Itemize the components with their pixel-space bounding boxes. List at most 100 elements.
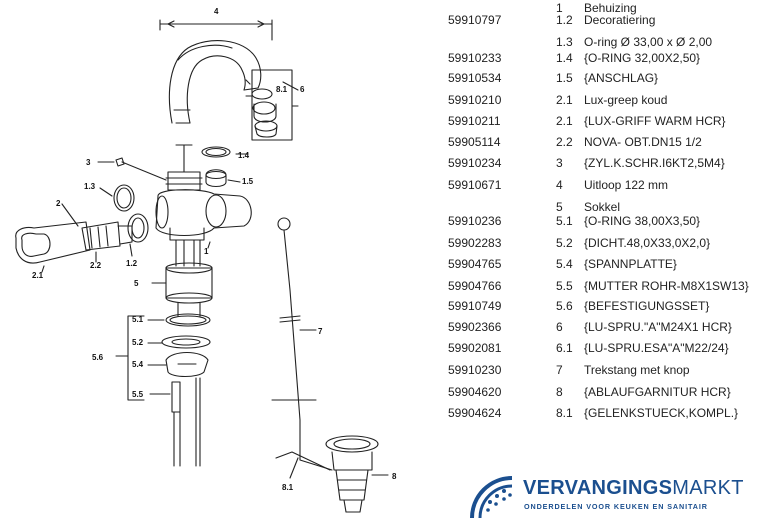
part-number: 5.4 xyxy=(556,257,573,271)
part-code: 59910211 xyxy=(448,114,501,128)
part-code: 59904765 xyxy=(448,257,502,271)
part-description: {ZYL.K.SCHR.I6KT2,5M4} xyxy=(584,156,725,170)
oring-5-1-part xyxy=(165,313,211,327)
diagram-label: 1.3 xyxy=(84,182,96,191)
diagram-label: 5.5 xyxy=(132,390,144,399)
diagram-label: 7 xyxy=(318,327,323,336)
part-number: 1.4 xyxy=(556,51,573,65)
part-description: {O-RING 32,00X2,50} xyxy=(584,51,701,65)
part-description: Lux-greep koud xyxy=(584,93,668,107)
part-description: {SPANNPLATTE} xyxy=(584,257,677,271)
diagram-label: 1.4 xyxy=(238,151,250,160)
part-number: 5.1 xyxy=(556,214,573,228)
part-description: {ABLAUFGARNITUR HCR} xyxy=(584,385,731,399)
diagram-label: 8 xyxy=(392,472,397,481)
part-code: 59902081 xyxy=(448,341,502,355)
part-number: 1.3 xyxy=(556,35,573,49)
part-number: 2.1 xyxy=(556,114,573,128)
diagram-label: 5.6 xyxy=(92,353,104,362)
diagram-label: 2.2 xyxy=(90,261,102,270)
parts-row: 59910233 1.4 {O-RING 32,00X2,50} xyxy=(448,50,758,66)
part-description: {MUTTER ROHR-M8X1SW13} xyxy=(584,279,749,293)
stop-1-5-part xyxy=(205,169,227,188)
exploded-diagram: 48.161.431.51.3212.12.21.255.15.25.45.55… xyxy=(15,7,397,513)
part-description: Trekstang met knop xyxy=(584,363,690,377)
oring-1-4-part xyxy=(201,146,231,158)
part-description: NOVA- OBT.DN15 1/2 xyxy=(584,135,702,149)
part-number: 7 xyxy=(556,363,563,377)
part-description: {LU-SPRU.ESA"A"M22/24} xyxy=(584,341,729,355)
part-number: 1 xyxy=(556,1,563,15)
valve-body-part xyxy=(155,144,252,241)
shower-head-icon xyxy=(470,476,513,519)
oring-1-3-part xyxy=(113,184,135,212)
parts-row: 59910236 5.1 {O-RING 38,00X3,50} xyxy=(448,213,758,229)
part-code: 59910236 xyxy=(448,214,502,228)
screw-part xyxy=(115,157,167,181)
diagram-label: 4 xyxy=(214,7,219,16)
diagram-label: 1 xyxy=(204,247,209,256)
part-number: 5.2 xyxy=(556,236,573,250)
part-description: Sokkel xyxy=(584,200,621,214)
diagram-label: 1.2 xyxy=(126,259,138,268)
pull-rod-part xyxy=(277,217,301,421)
spout-part xyxy=(168,40,262,124)
parts-row: 59904765 5.4 {SPANNPLATTE} xyxy=(448,256,758,272)
deco-ring-part xyxy=(127,213,149,243)
parts-row: 1.3 O-ring Ø 33,00 x Ø 2,00 xyxy=(448,34,758,50)
part-number: 4 xyxy=(556,178,563,192)
part-description: O-ring Ø 33,00 x Ø 2,00 xyxy=(584,35,713,49)
part-number: 5 xyxy=(556,200,563,214)
part-number: 1.2 xyxy=(556,13,573,27)
part-code: 59905114 xyxy=(448,135,501,149)
clamp-plate-part xyxy=(165,351,209,378)
aerator-part xyxy=(245,69,293,141)
part-number: 8 xyxy=(556,385,563,399)
part-description: Decoratiering xyxy=(584,13,656,27)
waste-set-part xyxy=(275,419,379,513)
parts-row: 59904620 8 {ABLAUFGARNITUR HCR} xyxy=(448,384,758,400)
parts-row: 1 Behuizing xyxy=(448,0,758,16)
part-code: 59902366 xyxy=(448,320,502,334)
nut-part xyxy=(171,381,181,413)
diagram-label: 2 xyxy=(56,199,61,208)
part-code: 59910234 xyxy=(448,156,502,170)
part-code: 59910749 xyxy=(448,299,502,313)
part-description: {O-RING 38,00X3,50} xyxy=(584,214,701,228)
part-code: 59904620 xyxy=(448,385,502,399)
parts-row: 59910234 3 {ZYL.K.SCHR.I6KT2,5M4} xyxy=(448,155,758,171)
part-code: 59910233 xyxy=(448,51,502,65)
parts-row: 5 Sokkel xyxy=(448,199,758,215)
part-code: 59910534 xyxy=(448,71,502,85)
brand-tagline: ONDERDELEN VOOR KEUKEN EN SANITAIR xyxy=(524,502,708,511)
part-description: {BEFESTIGUNGSSET} xyxy=(584,299,710,313)
part-description: {ANSCHLAG} xyxy=(584,71,659,85)
brand-name: VERVANGINGSMARKT xyxy=(523,477,744,499)
diagram-label: 5.1 xyxy=(132,315,144,324)
part-number: 3 xyxy=(556,156,563,170)
part-number: 6 xyxy=(556,320,563,334)
diagram-label: 2.1 xyxy=(32,271,44,280)
diagram-label: 5.2 xyxy=(132,338,144,347)
diagram-label: 8.1 xyxy=(276,85,288,94)
vervangingsmarkt-logo: VERVANGINGSMARKT ONDERDELEN VOOR KEUKEN … xyxy=(466,470,760,526)
part-code: 59910230 xyxy=(448,363,502,377)
part-code: 59904624 xyxy=(448,406,502,420)
part-code: 59902283 xyxy=(448,236,502,250)
part-code: 59904766 xyxy=(448,279,502,293)
part-description: Behuizing xyxy=(584,1,637,15)
part-code: 59910210 xyxy=(448,93,502,107)
lever-handle-part xyxy=(15,221,91,264)
part-number: 1.5 xyxy=(556,71,573,85)
cartridge-part xyxy=(81,221,133,251)
parts-row: 59910534 1.5 {ANSCHLAG} xyxy=(448,70,758,86)
